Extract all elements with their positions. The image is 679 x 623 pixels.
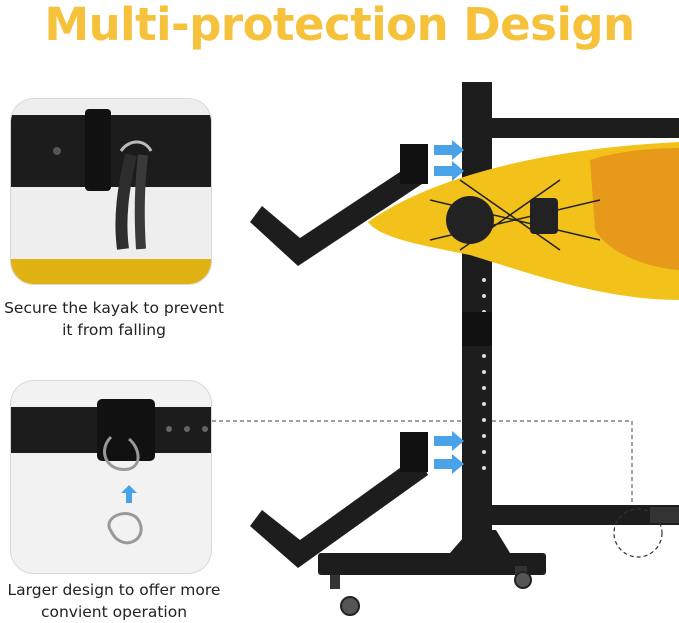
hook-pin-closeup bbox=[10, 380, 212, 574]
kayak-strap-closeup bbox=[10, 98, 212, 285]
headline: Multi-protection Design bbox=[44, 0, 635, 51]
bottom-caption: Larger design to offer more convient ope… bbox=[7, 581, 221, 621]
top-caption: Secure the kayak to prevent it from fall… bbox=[4, 299, 224, 339]
